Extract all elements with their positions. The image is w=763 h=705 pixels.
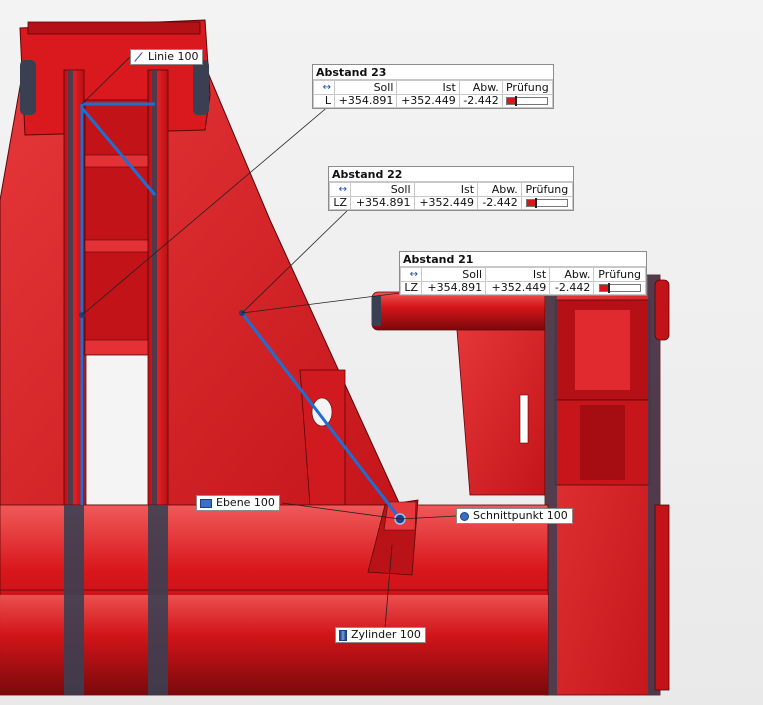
- top-bracket-left-pin: [20, 60, 36, 115]
- cylinder-icon: [339, 629, 347, 641]
- left-frame-inner-block: [84, 99, 158, 356]
- label-ebene-100[interactable]: Ebene 100: [196, 495, 280, 511]
- leader-linie: [81, 56, 131, 105]
- line-icon: [134, 52, 144, 62]
- leader-abstand-22: [241, 207, 351, 314]
- measurement-row: LZ +354.891 +352.449 -2.442: [329, 196, 574, 210]
- tolerance-check-bar: [520, 196, 574, 210]
- measurement-title: Abstand 22: [329, 167, 573, 182]
- measurement-box-abstand-23[interactable]: Abstand 23 ↔ Soll Ist Abw. Prüfung L +35…: [312, 64, 554, 109]
- measure-line-distance: [240, 312, 402, 520]
- right-upper-pin: [371, 291, 558, 331]
- measurement-box-abstand-21[interactable]: Abstand 21 ↔ Soll Ist Abw. Prüfung LZ +3…: [399, 251, 647, 296]
- leader-ebene: [281, 502, 401, 520]
- leader-abstand-23: [81, 104, 331, 316]
- label-linie-100[interactable]: Linie 100: [130, 49, 204, 65]
- label-zylinder-100[interactable]: Zylinder 100: [335, 627, 426, 643]
- leader-zylinder: [384, 544, 393, 629]
- distance-arrow-icon: ↔: [313, 80, 335, 95]
- measurement-row: L +354.891 +352.449 -2.442: [313, 94, 554, 108]
- plane-icon: [200, 498, 212, 508]
- right-gusset: [454, 304, 546, 496]
- label-schnittpunkt-100[interactable]: Schnittpunkt 100: [456, 508, 573, 524]
- measurement-box-abstand-22[interactable]: Abstand 22 ↔ Soll Ist Abw. Prüfung LZ +3…: [328, 166, 574, 211]
- leader-schnittpunkt: [399, 515, 457, 520]
- leader-abstand-21: [241, 292, 401, 314]
- measurement-row: LZ +354.891 +352.449 -2.442: [400, 281, 646, 295]
- distance-arrow-icon: ↔: [400, 267, 422, 282]
- point-icon: [460, 511, 469, 521]
- left-frame-opening: [85, 354, 157, 506]
- distance-arrow-icon: ↔: [329, 182, 351, 197]
- right-end-cap: [654, 279, 670, 341]
- tolerance-check-bar: [501, 94, 554, 108]
- tolerance-check-bar: [593, 281, 646, 295]
- top-bracket-right-pin: [193, 60, 209, 115]
- measurement-title: Abstand 23: [313, 65, 553, 80]
- measurement-title: Abstand 21: [400, 252, 646, 267]
